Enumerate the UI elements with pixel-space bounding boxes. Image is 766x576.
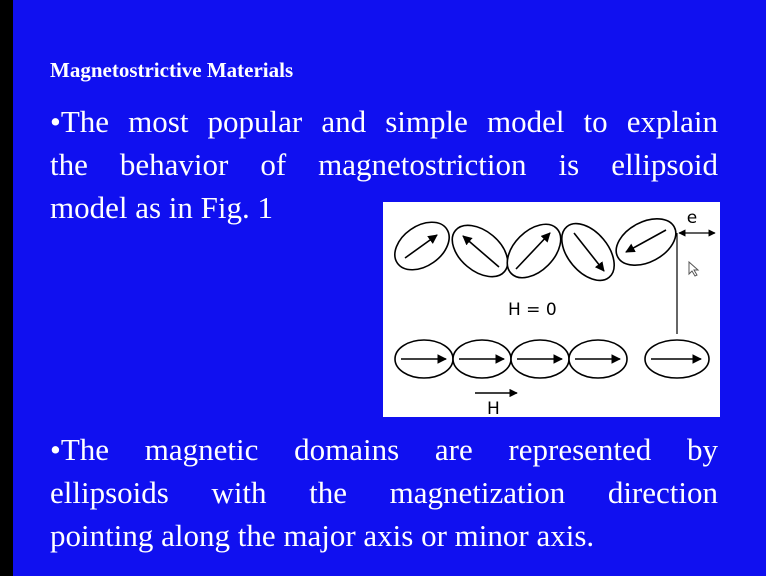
bullet-2-line-3: pointing along the major axis or minor a…	[50, 518, 595, 553]
bullet-ellipsoid-model: •The most popular and simple model to ex…	[50, 100, 718, 229]
domain-ellipse-bottom-5	[644, 339, 710, 379]
domain-ellipse-top-2	[451, 224, 509, 278]
domain-ellipse-bottom-4	[568, 339, 628, 379]
domain-ellipse-bottom-3	[510, 339, 570, 379]
domain-ellipse-top-4	[561, 222, 615, 282]
domain-ellipse-bottom-1	[394, 339, 454, 379]
bullet-1-line-3: model as in Fig. 1	[50, 190, 274, 225]
elongation-indicator: e	[676, 208, 716, 334]
applied-field-label: H	[487, 399, 500, 417]
bullet-2-line-2: ellipsoids with the magnetization direct…	[50, 475, 718, 510]
slide-left-border	[0, 0, 13, 576]
bullet-1-line-1: •The most popular and simple model to ex…	[50, 104, 718, 139]
zero-field-label: H = 0	[508, 300, 557, 320]
domain-ellipse-top-1	[394, 221, 450, 271]
bullet-1-line-2: the behavior of magnetostriction is elli…	[50, 147, 718, 182]
domain-ellipse-top-3	[506, 223, 562, 279]
bullet-magnetic-domains: •The magnetic domains are represented by…	[50, 428, 718, 557]
bullet-2-line-1: •The magnetic domains are represented by	[50, 432, 718, 467]
elongation-label: e	[687, 208, 697, 228]
applied-field-arrow: H	[475, 388, 518, 417]
slide-title: Magnetostrictive Materials	[50, 58, 294, 82]
mouse-cursor-icon	[688, 260, 700, 277]
ellipsoid-model-figure: e H = 0 H	[383, 202, 720, 417]
domain-ellipse-top-5	[615, 218, 677, 266]
domain-ellipse-bottom-2	[452, 339, 512, 379]
